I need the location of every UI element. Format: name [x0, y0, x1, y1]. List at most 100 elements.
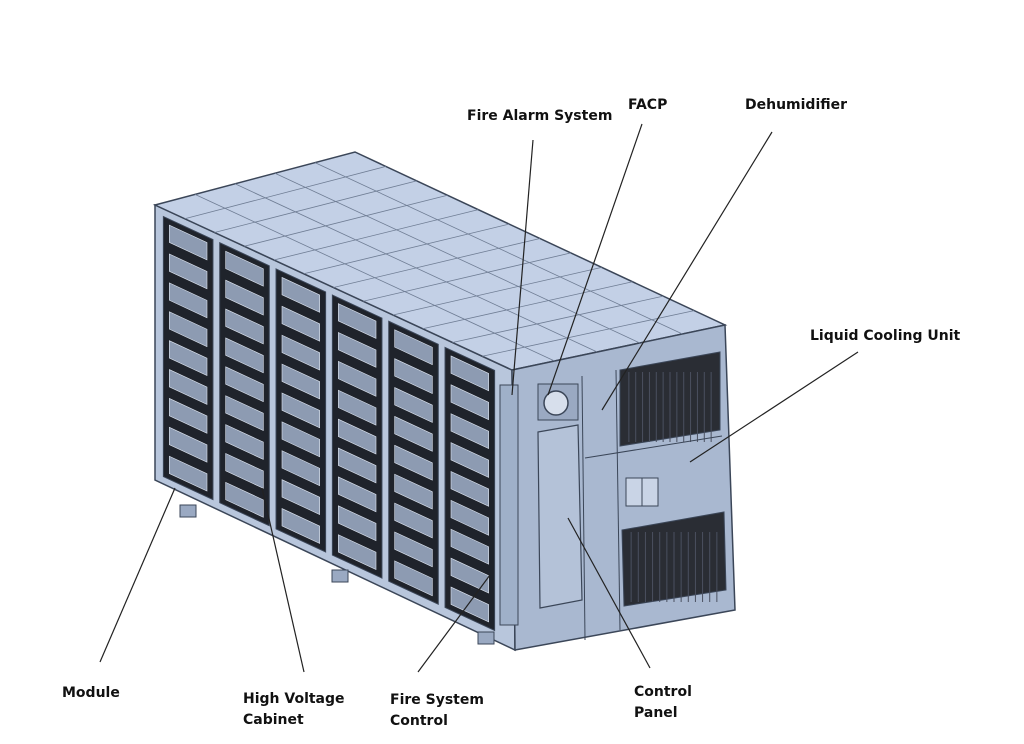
battery-module — [169, 224, 208, 261]
battery-module — [450, 384, 489, 421]
battery-module — [281, 305, 320, 342]
battery-module — [225, 424, 264, 460]
battery-module — [281, 421, 320, 458]
roof-seam — [482, 310, 695, 357]
roof-seam — [314, 162, 683, 335]
label-line: Panel — [634, 705, 678, 721]
label-facp: FACP — [628, 97, 668, 113]
label-high-voltage-cabinet: High Voltage Cabinet — [243, 689, 345, 731]
battery-module — [450, 471, 489, 507]
battery-module — [394, 502, 433, 539]
battery-module — [169, 311, 208, 348]
battery-module — [169, 340, 208, 376]
louver-slats-lower — [630, 532, 718, 602]
leader-facp — [547, 123, 643, 396]
roof-seam — [422, 281, 633, 330]
label-line: Control — [390, 713, 448, 729]
battery-module — [450, 557, 489, 594]
battery-module — [281, 392, 320, 429]
battery-module — [281, 363, 320, 400]
leader-control-panel — [567, 517, 651, 669]
leader-high-voltage — [261, 487, 305, 673]
label-control-panel: Control Panel — [634, 682, 692, 724]
battery-module — [394, 473, 433, 510]
roof-seam — [363, 252, 571, 302]
battery-module — [169, 455, 208, 492]
facp-dial — [543, 390, 569, 416]
battery-module — [338, 360, 377, 397]
roof-seam — [274, 172, 640, 344]
fire-system-strip — [499, 384, 519, 626]
battery-module — [338, 476, 377, 513]
battery-module — [450, 499, 489, 536]
battery-module — [169, 426, 208, 463]
panel-seam-2 — [615, 369, 621, 631]
battery-module — [225, 279, 264, 316]
battery-module — [338, 534, 377, 571]
battery-racks — [162, 215, 496, 632]
battery-module — [338, 303, 377, 339]
roof-seam — [184, 166, 386, 220]
battery-module — [394, 358, 433, 394]
battery-module — [450, 528, 489, 565]
battery-module — [169, 369, 208, 405]
roof-seam — [214, 180, 417, 233]
panel-seam-1 — [581, 375, 586, 641]
leader-fire-system-control — [417, 574, 491, 673]
battery-module — [225, 250, 264, 287]
label-liquid-cooling-unit: Liquid Cooling Unit — [810, 328, 961, 344]
battery-module — [394, 444, 433, 481]
roof-seam — [452, 295, 664, 343]
leader-liquid-cooling — [689, 351, 859, 463]
battery-module — [225, 453, 264, 489]
battery-module — [450, 442, 489, 478]
label-module: Module — [62, 685, 120, 701]
battery-module — [225, 481, 264, 518]
label-dehumidifier: Dehumidifier — [745, 97, 848, 113]
battery-module — [450, 355, 489, 392]
roof-seam — [303, 223, 510, 275]
battery-module — [450, 586, 489, 623]
leader-module — [99, 487, 176, 663]
battery-module — [225, 395, 264, 432]
label-fire-system-control: Fire System Control — [390, 690, 484, 732]
battery-module — [394, 560, 433, 597]
battery-module — [281, 276, 320, 313]
panel-seam-3 — [584, 435, 723, 459]
roof-seam — [392, 266, 602, 316]
control-panel-door — [537, 424, 583, 609]
battery-module — [225, 308, 264, 345]
container-feet — [179, 504, 495, 645]
roof-seam — [333, 238, 541, 288]
louver-slats-upper — [628, 372, 712, 442]
battery-module — [338, 389, 377, 426]
battery-module — [338, 447, 377, 484]
battery-module — [394, 531, 433, 568]
leader-dehumidifier — [601, 131, 773, 411]
battery-module — [169, 397, 208, 434]
battery-module — [225, 366, 264, 403]
roof-seam — [244, 194, 448, 247]
leader-lines — [99, 123, 859, 673]
label-line: High Voltage — [243, 691, 345, 707]
label-line: Cabinet — [243, 712, 304, 728]
roof-seam — [194, 194, 555, 362]
roof-panel-grid — [184, 162, 695, 362]
roof-seam — [234, 183, 598, 353]
battery-module — [394, 329, 433, 366]
battery-module — [394, 415, 433, 452]
leader-fire-alarm — [511, 139, 534, 396]
battery-module — [338, 332, 377, 368]
roof-seam — [273, 209, 479, 261]
label-line: Fire System — [390, 692, 484, 708]
battery-module — [394, 387, 433, 423]
battery-module — [281, 450, 320, 487]
battery-module — [169, 253, 208, 290]
label-fire-alarm-system: Fire Alarm System — [467, 108, 613, 124]
battery-module — [225, 337, 264, 374]
battery-module — [338, 505, 377, 542]
battery-module — [281, 479, 320, 515]
battery-module — [450, 413, 489, 450]
